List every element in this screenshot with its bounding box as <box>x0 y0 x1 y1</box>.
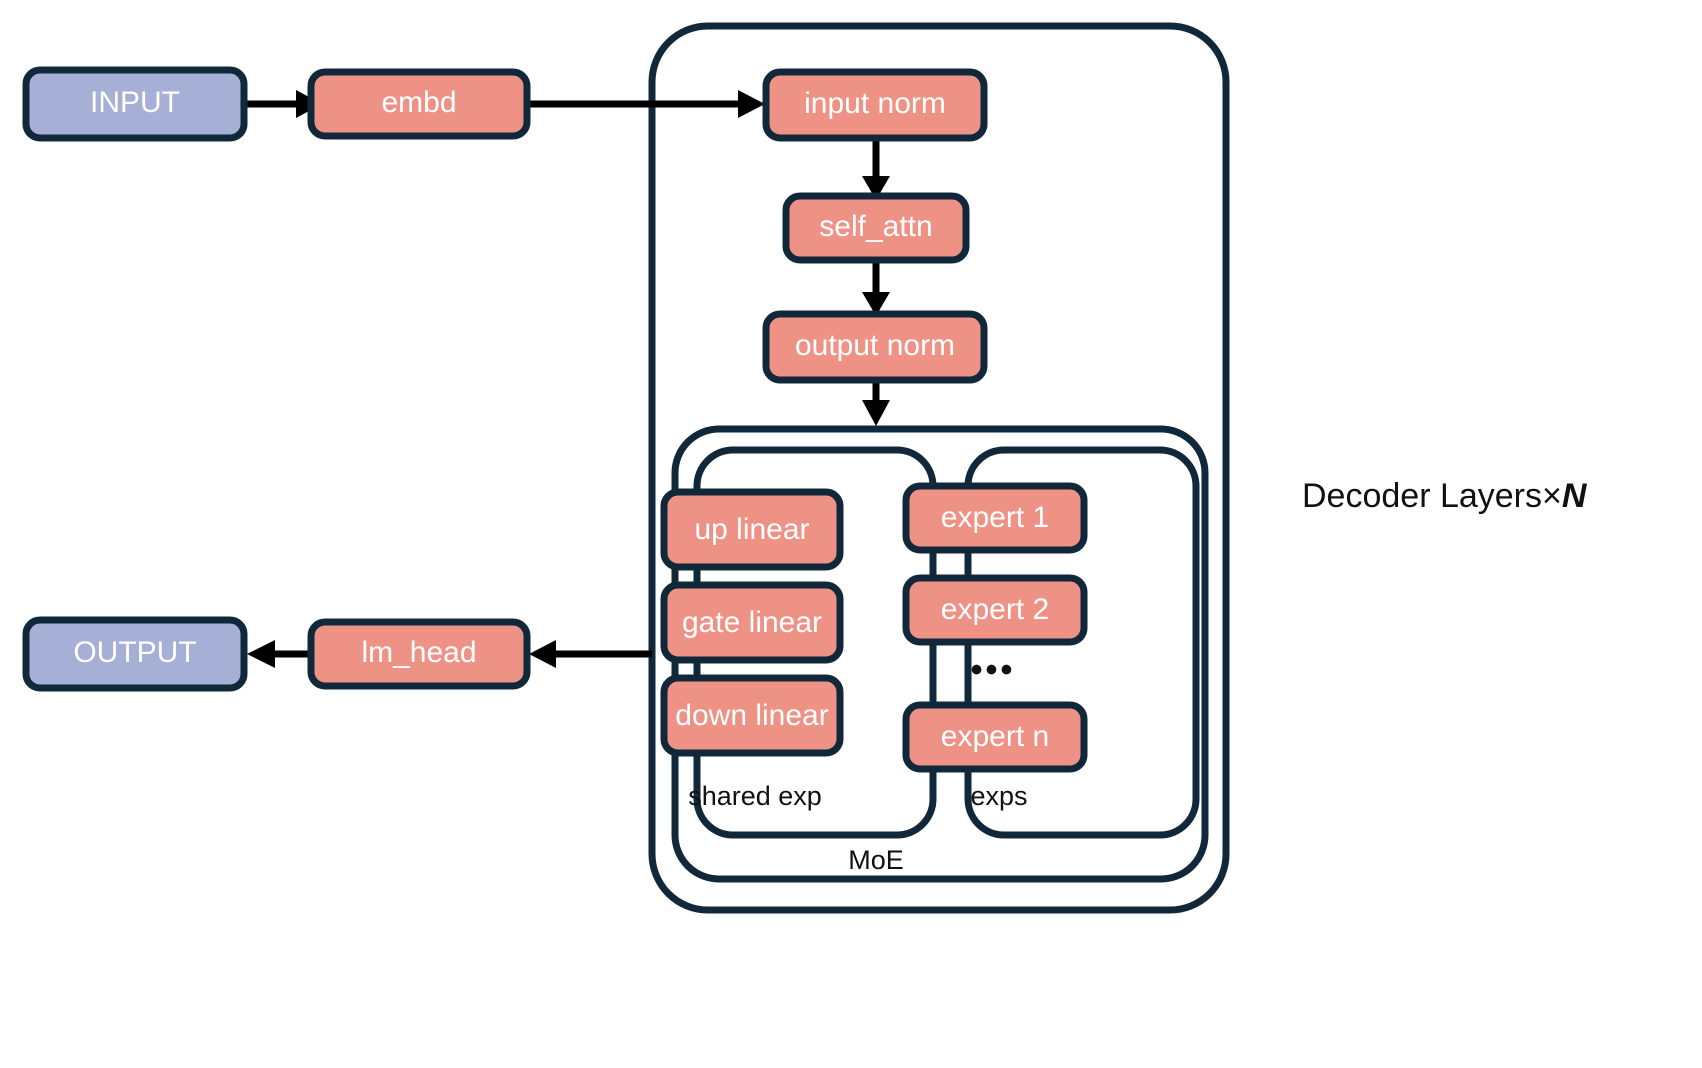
experts-group-label: exps <box>970 781 1027 811</box>
node-embd[interactable] <box>307 68 531 140</box>
node-gate-linear-label: gate linear <box>682 606 822 639</box>
decoder-layers-caption-variable: N <box>1561 477 1587 515</box>
node-down-linear-label: down linear <box>675 699 828 732</box>
decoder-layers-caption-prefix: Decoder Layers× <box>1302 477 1562 515</box>
decoder-layers-caption: Decoder Layers×N <box>1302 479 1586 513</box>
node-lm-head[interactable] <box>307 618 531 690</box>
node-output[interactable] <box>22 616 248 692</box>
decoder-layers-container <box>648 22 1230 914</box>
node-down-linear[interactable] <box>660 674 844 757</box>
node-up-linear-label: up linear <box>694 513 809 546</box>
node-input-norm-label: input norm <box>804 87 946 120</box>
node-self-attn-label: self_attn <box>819 210 932 243</box>
arrow-input-norm-to-self-attn <box>862 137 890 200</box>
node-output-norm[interactable] <box>762 310 988 384</box>
node-expert-1-label: expert 1 <box>941 501 1049 534</box>
moe-group-label: MoE <box>848 845 904 875</box>
node-output-label: OUTPUT <box>73 636 196 669</box>
node-embd-label: embd <box>381 86 456 119</box>
node-expert-n[interactable] <box>902 701 1088 773</box>
shared-expert-group-label: shared exp <box>688 781 822 811</box>
node-gate-linear[interactable] <box>660 581 844 664</box>
node-output-norm-label: output norm <box>795 329 955 362</box>
node-input[interactable] <box>22 66 248 142</box>
node-expert-1[interactable] <box>902 482 1088 554</box>
arrow-output-norm-to-moe <box>862 379 890 426</box>
arrow-self-attn-to-output-norm <box>862 259 890 316</box>
node-expert-2[interactable] <box>902 574 1088 646</box>
node-lm-head-label: lm_head <box>361 636 476 669</box>
experts-ellipsis: ••• <box>971 651 1016 689</box>
arrow-lm-head-to-output <box>247 640 309 668</box>
node-expert-2-label: expert 2 <box>941 593 1049 626</box>
node-self-attn[interactable] <box>782 192 970 264</box>
arrow-embd-to-input-norm <box>529 90 765 118</box>
node-up-linear[interactable] <box>660 488 844 571</box>
node-input-norm[interactable] <box>762 68 988 142</box>
arrow-decoder-to-lm-head <box>529 640 652 668</box>
node-input-label: INPUT <box>90 86 180 119</box>
node-expert-n-label: expert n <box>941 720 1049 753</box>
